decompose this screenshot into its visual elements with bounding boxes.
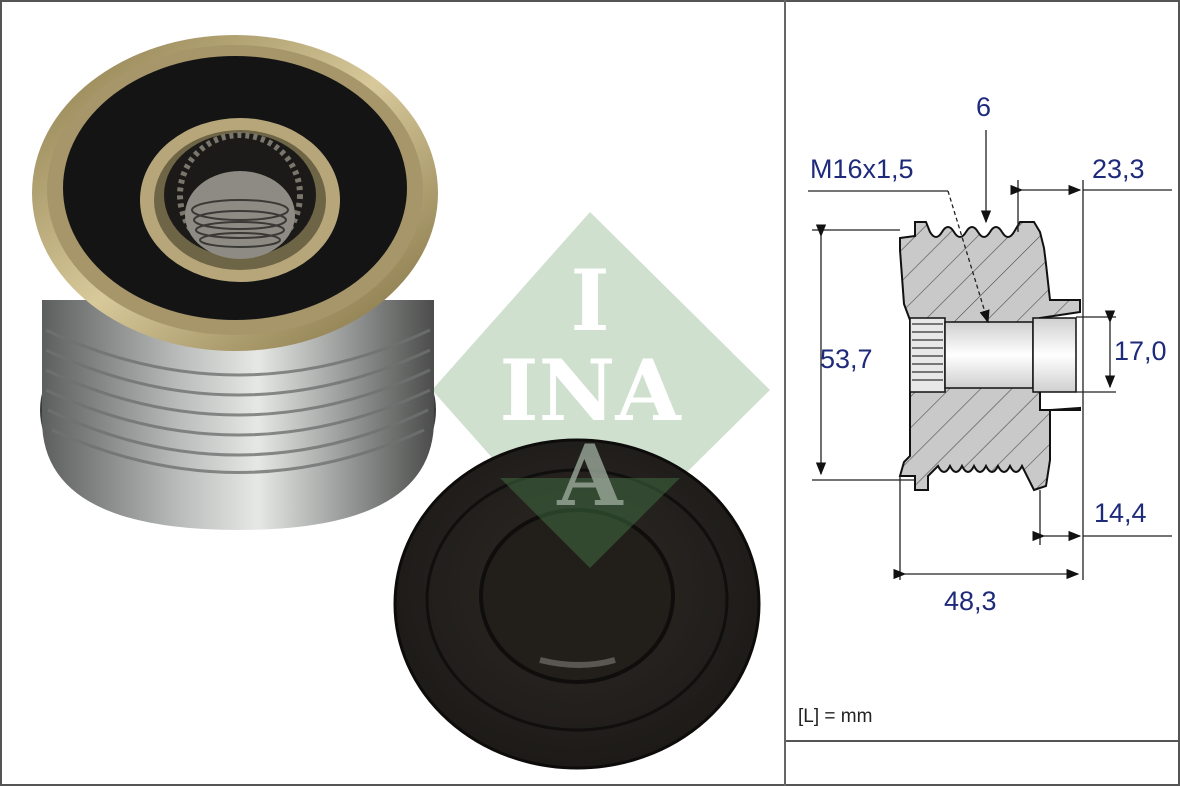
- dim-ribs: 6: [976, 92, 992, 122]
- dim-outer-diameter: 53,7: [820, 344, 873, 374]
- dim-total-length: 48,3: [944, 586, 997, 616]
- units-note: [L] = mm: [798, 706, 873, 727]
- section-drawing: [808, 130, 1172, 580]
- svg-text:A: A: [556, 426, 624, 525]
- product-photo-area: I INA: [32, 35, 770, 770]
- footer-divider: [786, 740, 1180, 742]
- panel-divider: [784, 0, 786, 786]
- technical-drawing: 6 M16x1,5 23,3 53,7 17,0 14,4 48,3: [786, 0, 1180, 740]
- svg-text:INA: INA: [499, 341, 682, 440]
- pulley-photo: [32, 35, 438, 530]
- dim-thread: M16x1,5: [810, 154, 914, 184]
- svg-text:I: I: [570, 251, 609, 350]
- dim-bore-diameter: 17,0: [1114, 336, 1167, 366]
- dim-length-lower: 14,4: [1094, 498, 1147, 528]
- cap-photo: A: [393, 426, 761, 770]
- dim-length-upper: 23,3: [1092, 154, 1145, 184]
- product-photo: I INA: [32, 35, 770, 770]
